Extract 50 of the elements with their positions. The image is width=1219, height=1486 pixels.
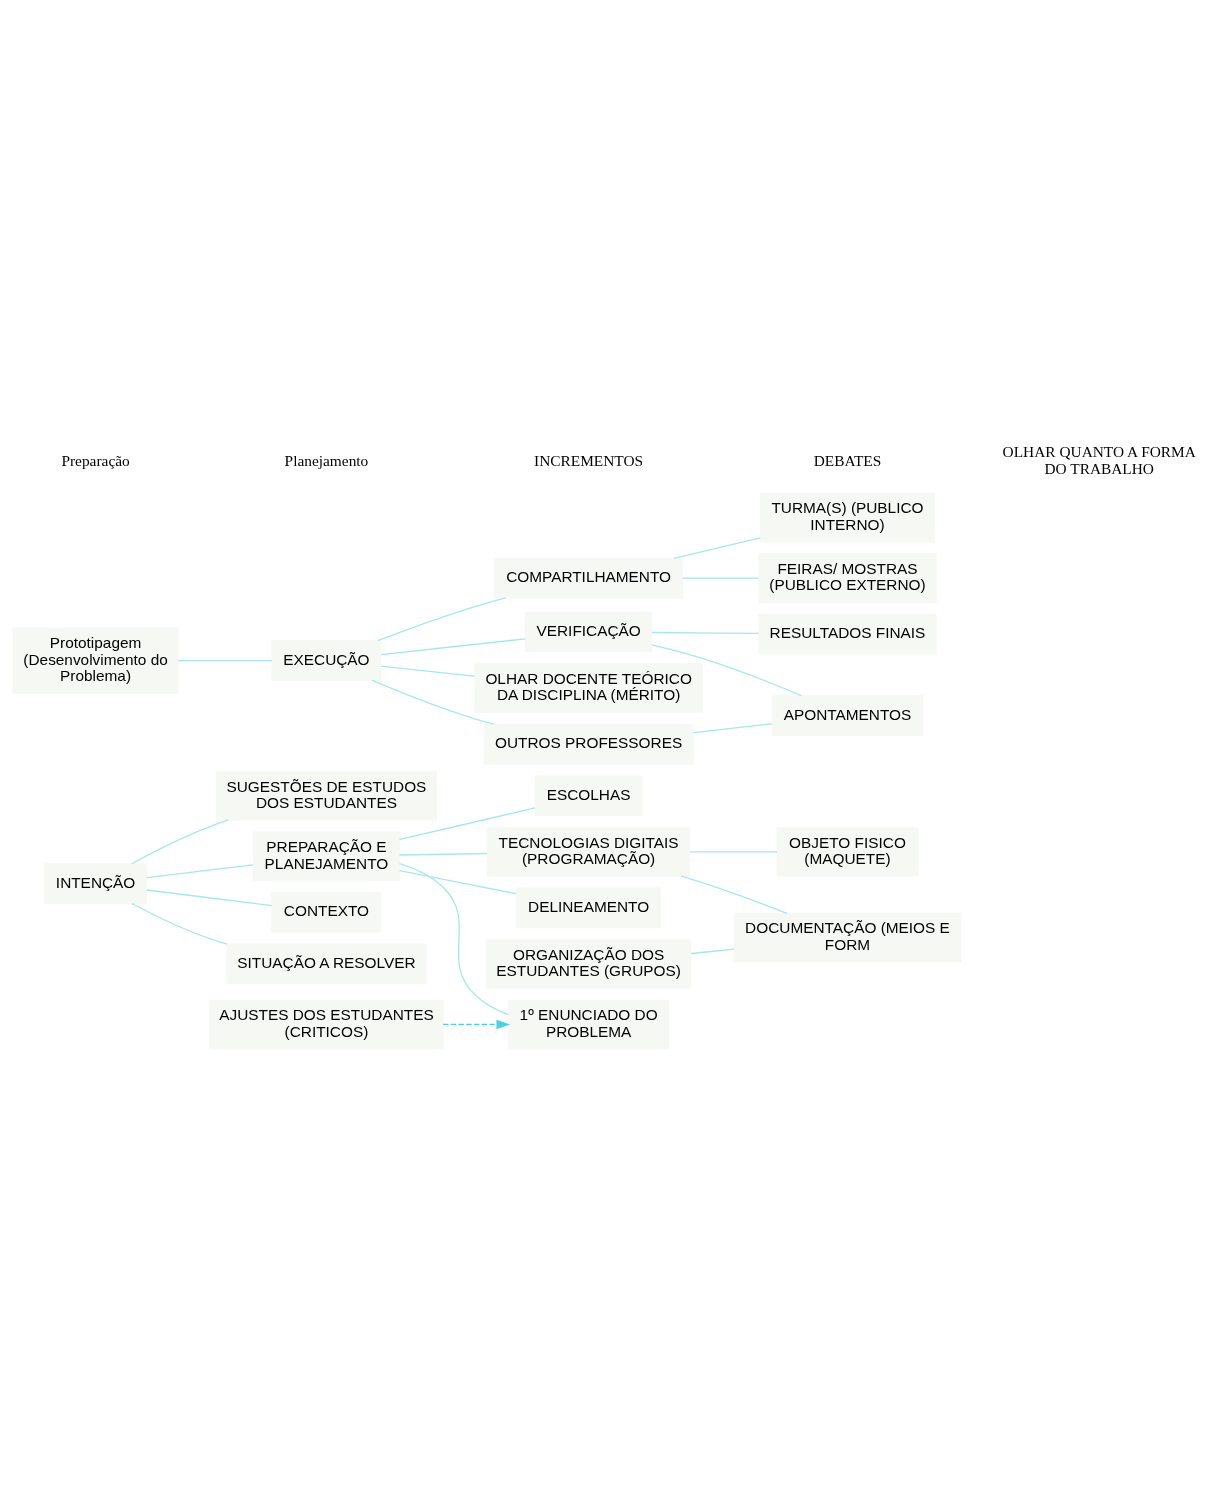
node-box: OLHAR DOCENTE TEÓRICO DA DISCIPLINA (MÉRITO) (474, 663, 703, 713)
node-box: OUTROS PROFESSORES (483, 723, 694, 765)
connector (377, 597, 507, 642)
connector (682, 577, 760, 579)
node-box: ESCOLHAS (534, 775, 643, 817)
arrow (442, 1019, 511, 1030)
node-box: TURMA(S) (PUBLICO INTERNO) (760, 492, 935, 543)
node-box: 1º ENUNCIADO DO PROBLEMA (507, 999, 670, 1050)
label: INCREMENTOS (534, 451, 644, 469)
node-box: RESULTADOS FINAIS (758, 613, 937, 655)
connector (398, 869, 517, 895)
node-box: INTENÇÃO (43, 863, 148, 905)
node-box: ORGANIZAÇÃO DOS ESTUDANTES (GRUPOS) (485, 939, 692, 989)
node-box: PREPARAÇÃO E PLANEJAMENTO (252, 831, 401, 881)
connector (673, 537, 762, 559)
connector (692, 723, 773, 734)
node-box: Prototipagem (Desenvolvimento do Problema) (12, 627, 179, 694)
node-box: CONTEXTO (271, 891, 382, 933)
connector (689, 851, 778, 853)
connector (651, 644, 802, 697)
node-box: SITUAÇÃO A RESOLVER (226, 943, 427, 985)
connector (680, 875, 788, 915)
connector (651, 631, 760, 635)
node-box: COMPARTILHAMENTO (494, 557, 684, 599)
connector (380, 638, 526, 656)
label: OLHAR QUANTO A FORMA DO TRABALHO (1002, 443, 1196, 477)
connector (398, 807, 536, 841)
connector (146, 864, 254, 879)
connector (146, 889, 273, 907)
connector (131, 902, 228, 945)
node-box: AJUSTES DOS ESTUDANTES (CRITICOS) (209, 999, 444, 1050)
node-box: FEIRAS/ MOSTRAS (PUBLICO EXTERNO) (758, 553, 937, 603)
node-box: OBJETO FISICO (MAQUETE) (776, 827, 919, 877)
connector (398, 862, 509, 1016)
node-box: EXECUÇÃO (271, 640, 382, 681)
node-box: DELINEAMENTO (516, 887, 662, 929)
connector (177, 659, 273, 662)
connector (398, 852, 488, 856)
label: DEBATES (813, 451, 882, 469)
connector (130, 819, 230, 865)
connector (371, 679, 495, 725)
node-box: APONTAMENTOS (771, 695, 924, 736)
connector (690, 948, 735, 955)
connector (380, 665, 476, 677)
label: Planejamento (284, 451, 369, 469)
node-box: VERIFICAÇÃO (524, 611, 653, 653)
label: Preparação (61, 451, 130, 469)
node-box: TECNOLOGIAS DIGITAIS (PROGRAMAÇÃO) (486, 827, 691, 877)
node-box: SUGESTÕES DE ESTUDOS DOS ESTUDANTES (215, 771, 437, 821)
node-box: DOCUMENTAÇÃO (MEIOS E FORM (733, 912, 962, 963)
